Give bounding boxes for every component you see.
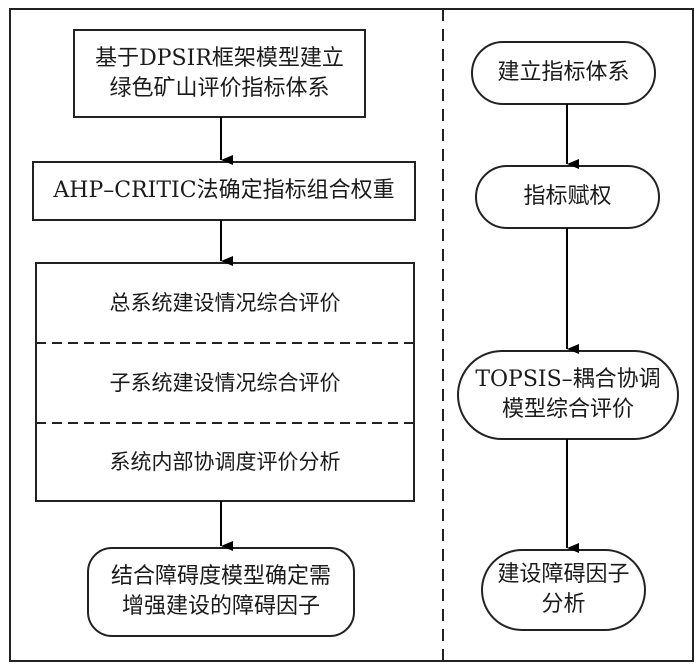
step1-box [73,29,366,118]
step3-section-2-label: 子系统建设情况综合评价 [109,371,341,395]
step2-label: AHP–CRITIC法确定指标组合权重 [53,178,395,203]
r1-box [471,41,656,105]
outer-frame [9,8,694,662]
r4-label: 建设障碍因子 分析 [497,562,630,617]
step1-label: 基于DPSIR框架模型建立 绿色矿山评价指标体系 [95,45,344,101]
step3-section-1-label: 总系统建设情况综合评价 [109,291,341,315]
r1-label: 建立指标体系 [497,60,630,85]
step4-label: 结合障碍度模型确定需 增强建设的障碍因子 [110,564,331,619]
r2-label: 指标赋权 [523,184,612,209]
r3-label: TOPSIS–耦合协调 模型综合评价 [475,367,661,422]
r4-box [481,549,646,631]
step3-section-3-label: 系统内部协调度评价分析 [109,450,341,474]
